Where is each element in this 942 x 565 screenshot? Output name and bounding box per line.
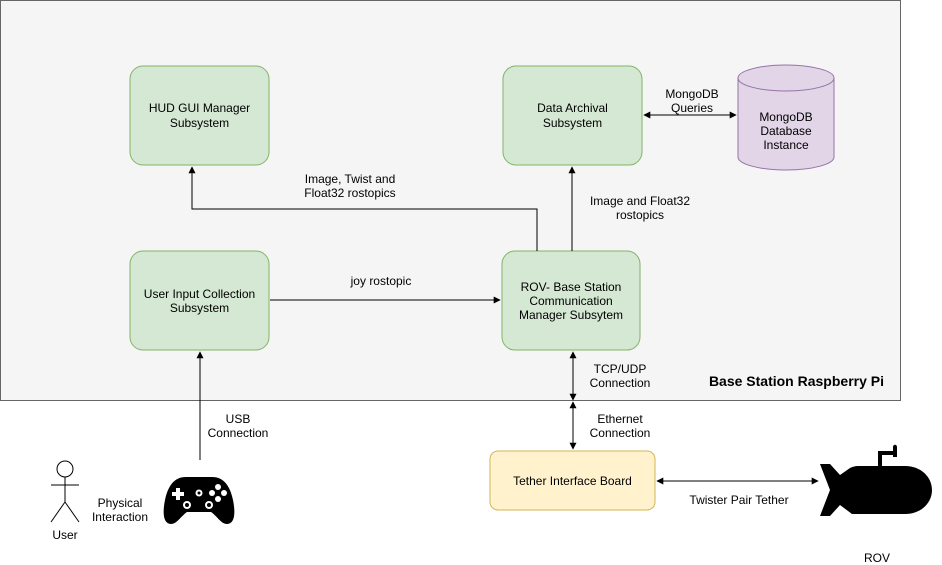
- mongodb-node-label-2: Database: [760, 124, 812, 138]
- comm-node-label-2: Communication: [529, 294, 612, 308]
- usb-label-2: Connection: [208, 426, 269, 440]
- ethernet-label-1: Ethernet: [597, 412, 643, 426]
- edge-mongo-queries: MongoDB Queries: [643, 87, 737, 119]
- comm-manager-node[interactable]: ROV- Base Station Communication Manager …: [501, 250, 641, 351]
- comm-node-label-1: ROV- Base Station: [521, 280, 622, 294]
- hud-gui-manager-node[interactable]: HUD GUI Manager Subsystem: [129, 65, 270, 166]
- image-float-label-2: rostopics: [616, 208, 664, 222]
- edge-image-float: Image and Float32 rostopics: [568, 166, 690, 251]
- tether-board-node[interactable]: Tether Interface Board: [489, 450, 656, 511]
- image-float-label-1: Image and Float32: [590, 194, 690, 208]
- tether-pair-label: Twister Pair Tether: [689, 493, 788, 507]
- base-station-label: Base Station Raspberry Pi: [709, 373, 884, 389]
- mongodb-node-label-3: Instance: [763, 138, 809, 152]
- tether-node-label: Tether Interface Board: [513, 474, 632, 488]
- archival-node-label-2: Subsystem: [543, 116, 602, 130]
- joy-label: joy rostopic: [350, 274, 412, 288]
- edge-tether-pair: Twister Pair Tether: [656, 477, 819, 507]
- comm-node-label-3: Manager Subsytem: [519, 308, 623, 322]
- physical-label-2: Interaction: [92, 510, 148, 524]
- edge-image-twist: Image, Twist and Float32 rostopics: [188, 166, 538, 251]
- hud-node-label-2: Subsystem: [170, 116, 229, 130]
- user-input-node[interactable]: User Input Collection Subsystem: [129, 250, 270, 351]
- mongodb-node-label-1: MongoDB: [759, 110, 812, 124]
- user-label: User: [52, 528, 77, 542]
- gamepad-icon: [163, 477, 235, 524]
- mongodb-node[interactable]: MongoDB Database Instance: [737, 64, 835, 171]
- edge-ethernet: Ethernet Connection: [569, 401, 651, 450]
- image-twist-label-2: Float32 rostopics: [304, 186, 395, 200]
- rov-label: ROV: [864, 551, 890, 565]
- hud-node-label-1: HUD GUI Manager: [149, 101, 250, 115]
- mongo-queries-label-1: MongoDB: [665, 87, 718, 101]
- input-node-label-1: User Input Collection: [144, 287, 255, 301]
- edge-usb: USB Connection: [196, 351, 269, 460]
- submarine-icon: [820, 444, 932, 516]
- input-node-label-2: Subsystem: [170, 301, 229, 315]
- ethernet-label-2: Connection: [590, 426, 651, 440]
- image-twist-label-1: Image, Twist and: [305, 172, 396, 186]
- physical-label-1: Physical: [98, 496, 143, 510]
- data-archival-node[interactable]: Data Archival Subsystem: [502, 65, 643, 166]
- edge-physical: Physical Interaction: [92, 496, 148, 524]
- tcp-udp-label-2: Connection: [590, 376, 651, 390]
- stick-figure-icon: [50, 460, 80, 523]
- tcp-udp-label-1: TCP/UDP: [594, 362, 647, 376]
- edge-joy: joy rostopic: [270, 274, 501, 304]
- usb-label-1: USB: [226, 412, 251, 426]
- edge-tcp-udp: TCP/UDP Connection: [569, 351, 651, 401]
- archival-node-label-1: Data Archival: [537, 101, 608, 115]
- mongo-queries-label-2: Queries: [671, 101, 713, 115]
